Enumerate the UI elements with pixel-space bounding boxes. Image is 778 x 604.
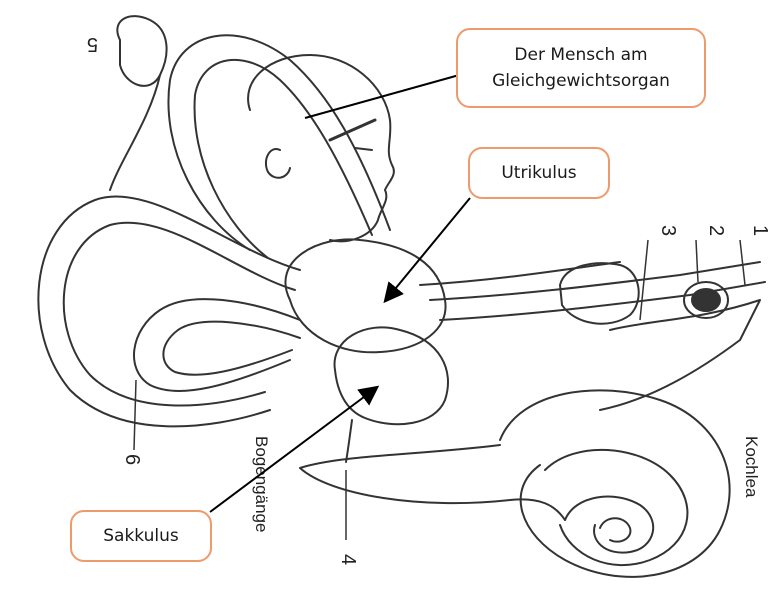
label-number-5: 5 (87, 33, 98, 55)
callout-human-line1: Der Mensch am (492, 42, 670, 68)
cochlea-outer (500, 390, 730, 577)
sakkulus-arrow (210, 388, 376, 512)
head-profile (248, 55, 394, 241)
cochlea-coil-3 (565, 497, 653, 553)
callout-human-balance-organ: Der Mensch am Gleichgewichtsorgan (456, 28, 706, 108)
posterior-canal-inner (64, 223, 295, 406)
anterior-canal-outline (168, 35, 390, 250)
lateral-canal-outline (134, 299, 300, 391)
label-number-1: 1 (749, 225, 771, 236)
callout-sakkulus: Sakkulus (70, 510, 212, 562)
callout-utrikulus: Utrikulus (468, 147, 610, 199)
saccule-body (335, 327, 448, 424)
label-number-3: 3 (657, 225, 679, 236)
label-number-6: 6 (121, 454, 143, 465)
label-number-4: 4 (337, 554, 359, 565)
callout-utrikulus-label: Utrikulus (501, 160, 576, 186)
callout-sakkulus-label: Sakkulus (103, 523, 179, 549)
side-label-bogengaenge: Bogengänge (252, 436, 271, 532)
cochlear-nerve (600, 300, 760, 410)
side-label-kochlea: Kochlea (742, 436, 761, 498)
label-number-2: 2 (705, 225, 727, 236)
cochlea-coil-2 (545, 450, 687, 565)
nerve-ganglion (560, 263, 639, 324)
callout-human-line2: Gleichgewichtsorgan (492, 68, 670, 94)
